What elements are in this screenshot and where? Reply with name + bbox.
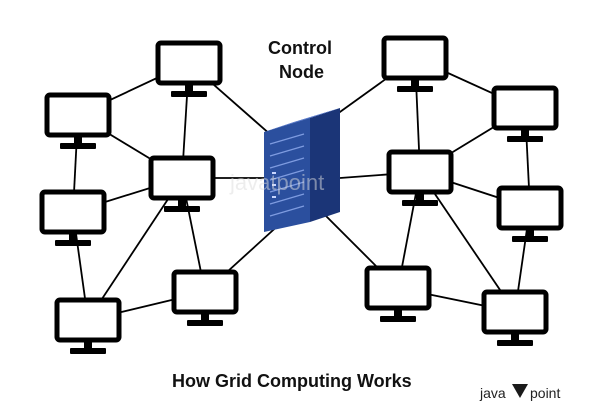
computer-nodes — [39, 35, 564, 354]
javatpoint-logo: java point — [479, 384, 560, 401]
monitor-icon — [364, 265, 432, 322]
link-line — [419, 171, 516, 313]
link-line — [87, 177, 183, 321]
monitor-icon — [481, 289, 549, 346]
brand-triangle-icon — [512, 384, 528, 398]
monitor-icon — [386, 149, 454, 206]
monitor-icon — [44, 92, 112, 149]
brand-text-java: java — [479, 385, 506, 401]
monitor-icon — [491, 85, 559, 142]
monitor-icon — [155, 40, 223, 97]
monitor-icon — [148, 155, 216, 212]
brand-text-point: point — [530, 385, 560, 401]
monitor-icon — [171, 269, 239, 326]
control-node-label-line1: Control — [268, 38, 332, 58]
monitor-icon — [381, 35, 449, 92]
watermark-text: javatpoint — [229, 170, 324, 195]
diagram-caption: How Grid Computing Works — [172, 371, 412, 391]
monitor-icon — [496, 185, 564, 242]
server-icon — [264, 108, 340, 232]
monitor-icon — [54, 297, 122, 354]
control-node-label-line2: Node — [279, 62, 324, 82]
monitor-icon — [39, 189, 107, 246]
